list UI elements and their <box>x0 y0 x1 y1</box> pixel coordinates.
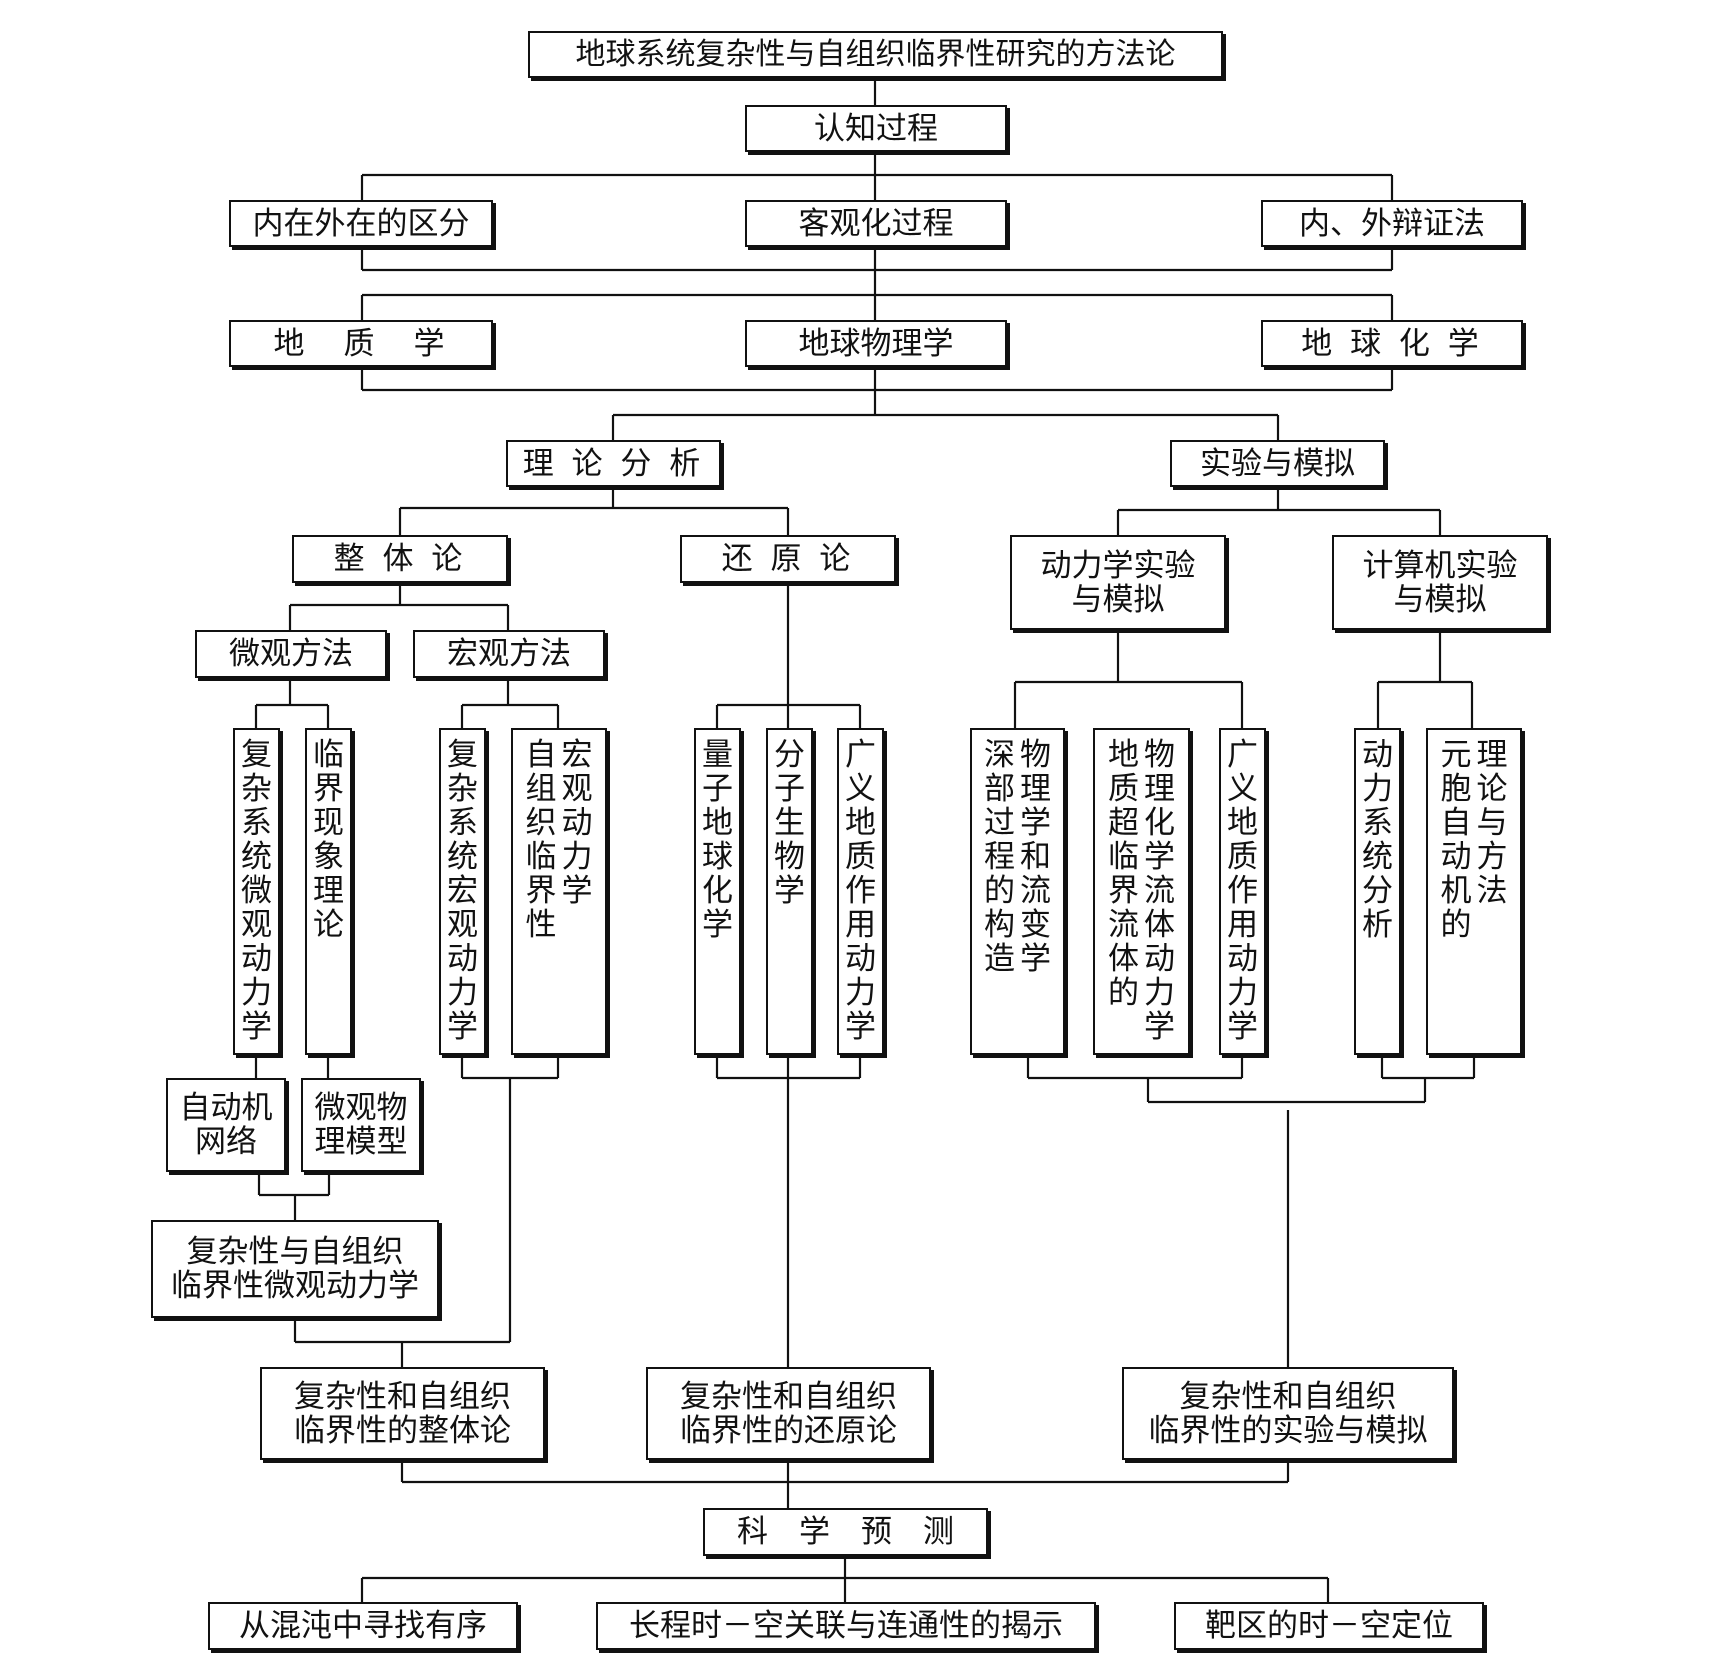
experiment-box: 实验与模拟 <box>1170 440 1385 487</box>
target-zone-text: 靶区的时－空定位 <box>1205 1608 1453 1644</box>
inner-outer-box: 内在外在的区分 <box>229 200 493 247</box>
experiment-text: 实验与模拟 <box>1200 445 1355 482</box>
micro-dyn-text: 复杂性与自组织 临界性微观动力学 <box>171 1234 419 1304</box>
theory-text: 理 论 分 析 <box>522 445 705 482</box>
macro-method-text: 宏观方法 <box>447 636 571 672</box>
dynsys-box: 动力系统分析 <box>1354 728 1401 1055</box>
reductionism-text: 还 原 论 <box>721 541 855 577</box>
complex-micro-box: 复杂系统微观动力学 <box>233 728 280 1055</box>
long-range-box: 长程时－空关联与连通性的揭示 <box>596 1602 1096 1650</box>
result-holism-box: 复杂性和自组织 临界性的整体论 <box>260 1367 545 1460</box>
geology-box: 地 质 学 <box>229 320 493 367</box>
critical-theory-text: 临界现象理论 <box>313 737 344 943</box>
dialectics-box: 内、外辩证法 <box>1261 200 1523 247</box>
result-experiment-box: 复杂性和自组织 临界性的实验与模拟 <box>1122 1367 1454 1460</box>
cellular-col2-text: 理论与方法 <box>1476 737 1508 909</box>
geochemistry-box: 地 球 化 学 <box>1261 320 1523 367</box>
deep-col1-text: 深部过程的构造 <box>984 737 1015 977</box>
supercrit-col1-text: 地质超临界流体的 <box>1108 737 1139 1011</box>
long-range-text: 长程时－空关联与连通性的揭示 <box>629 1608 1063 1644</box>
quantum-geochem-box: 量子地球化学 <box>694 728 741 1055</box>
selforg-col2-text: 宏观动力学 <box>561 737 593 909</box>
target-zone-box: 靶区的时－空定位 <box>1174 1602 1484 1650</box>
title-text: 地球系统复杂性与自组织临界性研究的方法论 <box>575 36 1176 72</box>
holism-text: 整 体 论 <box>333 541 467 577</box>
result-reduction-box: 复杂性和自组织 临界性的还原论 <box>646 1367 931 1460</box>
comp-exp-box: 计算机实验 与模拟 <box>1332 535 1548 630</box>
objectification-text: 客观化过程 <box>798 205 954 242</box>
reductionism-box: 还 原 论 <box>680 535 896 583</box>
holism-box: 整 体 论 <box>292 535 508 583</box>
dialectics-text: 内、外辩证法 <box>1299 205 1485 242</box>
order-chaos-box: 从混沌中寻找有序 <box>208 1602 518 1650</box>
dynsys-text: 动力系统分析 <box>1362 737 1393 943</box>
selforg-macro-box: 自组织临界性 宏观动力学 <box>511 728 607 1055</box>
macro-method-box: 宏观方法 <box>413 630 605 678</box>
geochemistry-text: 地 球 化 学 <box>1301 325 1483 362</box>
deep-col2-text: 物理学和流变学 <box>1020 737 1051 977</box>
complex-macro-text: 复杂系统宏观动力学 <box>447 737 478 1045</box>
title-box: 地球系统复杂性与自组织临界性研究的方法论 <box>528 31 1223 78</box>
geophysics-text: 地球物理学 <box>798 325 954 362</box>
micro-dyn-box: 复杂性与自组织 临界性微观动力学 <box>151 1220 439 1318</box>
micro-method-box: 微观方法 <box>195 630 387 678</box>
cellular-automata-box: 元胞自动机的 理论与方法 <box>1426 728 1522 1055</box>
geophysics-box: 地球物理学 <box>745 320 1007 367</box>
supercritical-box: 地质超临界流体的 物理化学流体动力学 <box>1093 728 1190 1055</box>
selforg-col1-text: 自组织临界性 <box>525 737 557 943</box>
general-geo2-text: 广义地质作用动力学 <box>1227 737 1258 1045</box>
molecular-bio-text: 分子生物学 <box>774 737 805 909</box>
theory-box: 理 论 分 析 <box>506 440 721 487</box>
supercrit-col2-text: 物理化学流体动力学 <box>1144 737 1175 1045</box>
comp-exp-text: 计算机实验 与模拟 <box>1362 547 1518 618</box>
result-reduction-text: 复杂性和自组织 临界性的还原论 <box>680 1378 897 1449</box>
complex-macro-box: 复杂系统宏观动力学 <box>439 728 486 1055</box>
micro-method-text: 微观方法 <box>229 636 353 672</box>
prediction-text: 科 学 预 测 <box>737 1514 954 1550</box>
inner-outer-text: 内在外在的区分 <box>252 205 470 242</box>
quantum-geochem-text: 量子地球化学 <box>702 737 733 943</box>
automata-net-text: 自动机 网络 <box>179 1090 273 1160</box>
automata-net-box: 自动机 网络 <box>166 1078 286 1172</box>
dyn-exp-text: 动力学实验 与模拟 <box>1040 547 1196 618</box>
complex-micro-text: 复杂系统微观动力学 <box>241 737 272 1045</box>
objectification-box: 客观化过程 <box>745 200 1007 247</box>
micro-phys-model-text: 微观物 理模型 <box>314 1090 408 1160</box>
geology-text: 地 质 学 <box>273 325 449 362</box>
dyn-exp-box: 动力学实验 与模拟 <box>1010 535 1226 630</box>
deep-process-box: 深部过程的构造 物理学和流变学 <box>970 728 1065 1055</box>
critical-theory-box: 临界现象理论 <box>305 728 352 1055</box>
micro-phys-model-box: 微观物 理模型 <box>301 1078 421 1172</box>
result-holism-text: 复杂性和自组织 临界性的整体论 <box>294 1378 511 1449</box>
cellular-col1-text: 元胞自动机的 <box>1440 737 1472 943</box>
general-geo-text: 广义地质作用动力学 <box>845 737 876 1045</box>
molecular-bio-box: 分子生物学 <box>766 728 813 1055</box>
prediction-box: 科 学 预 测 <box>703 1508 988 1556</box>
order-chaos-text: 从混沌中寻找有序 <box>239 1608 487 1644</box>
cognition-box: 认知过程 <box>745 105 1007 152</box>
result-experiment-text: 复杂性和自组织 临界性的实验与模拟 <box>1148 1378 1428 1449</box>
general-geo-box: 广义地质作用动力学 <box>837 728 884 1055</box>
general-geo2-box: 广义地质作用动力学 <box>1219 728 1266 1055</box>
cognition-text: 认知过程 <box>814 110 938 147</box>
